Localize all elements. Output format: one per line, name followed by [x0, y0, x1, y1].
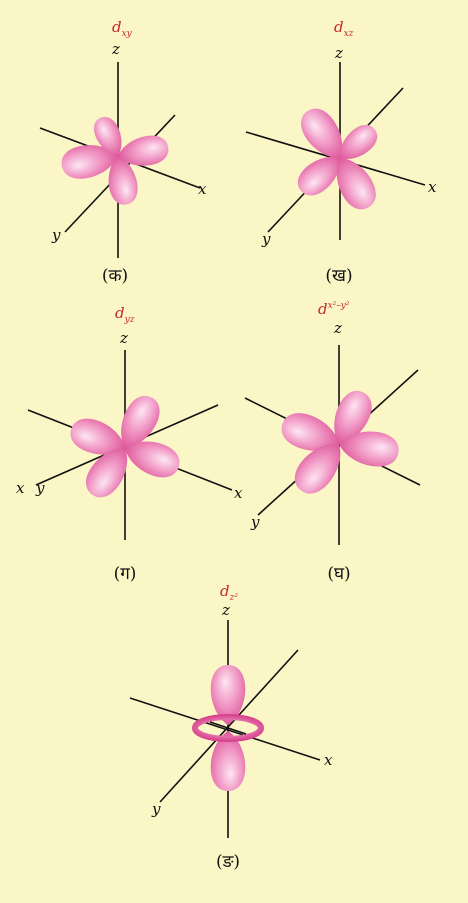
orbital-label-sub: xz: [344, 29, 354, 39]
caption-a: (क): [102, 268, 128, 285]
axis-label-z: z: [222, 603, 230, 618]
orbital-label-dxy: dxy: [112, 20, 132, 39]
axis-label-x: x: [234, 486, 242, 501]
axis-label-y: y: [52, 228, 60, 243]
caption-c: (ग): [114, 566, 137, 583]
axis-label-x: x: [324, 753, 332, 768]
axis-label-z: z: [112, 42, 120, 57]
orbital-label-dxz: dxz: [334, 20, 353, 39]
orbital-label-dx2y2: dx²–y²: [318, 302, 350, 317]
orbital-label-dyz: dyz: [115, 306, 134, 325]
axis-label-x: x: [198, 182, 206, 197]
orbital-label-main: d: [115, 304, 125, 322]
orbital-label-sub: z²: [230, 593, 238, 603]
orbital-label-sub: xy: [122, 29, 132, 39]
orbital-label-main: d: [220, 582, 230, 600]
orbital-label-main: d: [334, 18, 344, 36]
axis-label-y: y: [262, 232, 270, 247]
caption-b: (ख): [325, 268, 352, 285]
orbital-label-main: d: [318, 300, 328, 318]
orbital-panel-dyz: [28, 350, 232, 540]
axis-label-y: y: [251, 515, 259, 530]
orbital-label-sub: yz: [125, 315, 135, 325]
orbital-panel-dx2y2: [245, 345, 420, 545]
axis-label-y: y: [36, 481, 44, 496]
axis-label-z: z: [334, 321, 342, 336]
orbital-label-sup: x²–y²: [328, 301, 350, 311]
orbital-panel-dxz: [246, 62, 425, 240]
orbital-panel-dxy: [40, 62, 200, 258]
caption-e: (ङ): [216, 854, 240, 871]
axis-label-z: z: [120, 331, 128, 346]
axis-label-z: z: [335, 46, 343, 61]
axis-label-y: y: [152, 802, 160, 817]
orbital-label-main: d: [112, 18, 122, 36]
caption-d: (घ): [327, 566, 350, 583]
axis-label-x: x: [16, 481, 24, 496]
axis-label-x: x: [428, 180, 436, 195]
